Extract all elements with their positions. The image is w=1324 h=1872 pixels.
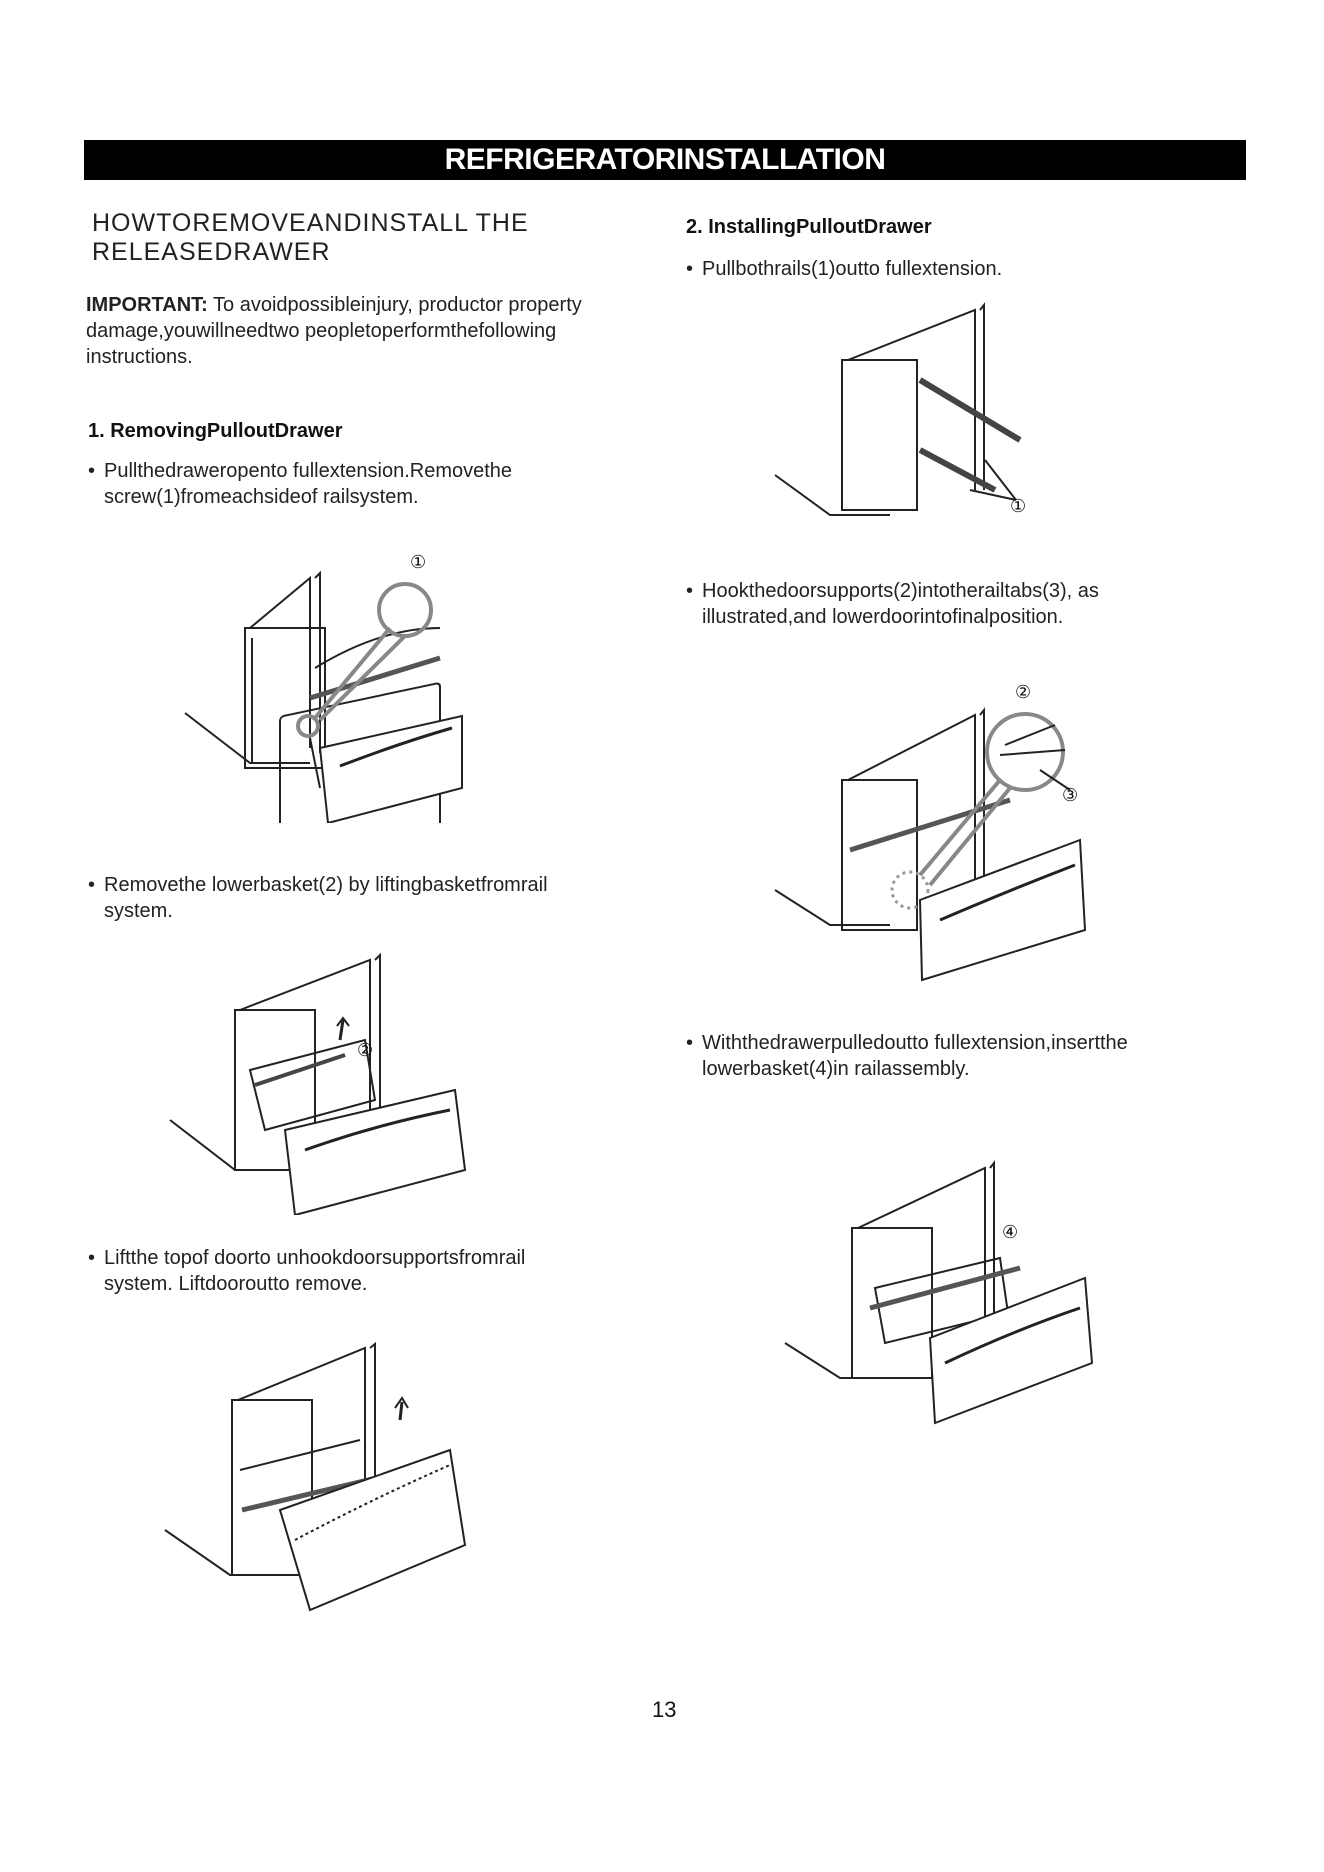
illustration-remove-screw: ① — [180, 548, 480, 823]
callout-4-install: ④ — [1002, 1222, 1019, 1242]
important-line2: damage,youwillneedtwo peopletoperformthe… — [86, 320, 557, 342]
important-line1: To avoidpossibleinjury, productor proper… — [207, 294, 582, 316]
illustration-lift-door — [160, 1340, 480, 1620]
step1-title: 1. RemovingPulloutDrawer — [88, 420, 343, 442]
right-bullet-2-line1: Hookthedoorsupports(2)intotherailtabs(3)… — [702, 580, 1099, 602]
right-bullet-1-text: Pullbothrails(1)outto fullextension. — [702, 258, 1003, 280]
right-bullet-3-line1: Withthedrawerpulledoutto fullextension,i… — [702, 1032, 1128, 1054]
left-bullet-3: • Liftthe topof doorto unhookdoorsupport… — [88, 1245, 664, 1297]
right-bullet-3: • Withthedrawerpulledoutto fullextension… — [686, 1030, 1282, 1082]
page-number: 13 — [652, 1697, 677, 1722]
important-note: IMPORTANT: To avoidpossibleinjury, produ… — [86, 292, 666, 370]
step2-title: 2. InstallingPulloutDrawer — [686, 216, 932, 238]
header-title: REFRIGERATORINSTALLATION — [444, 143, 886, 176]
right-bullet-3-line2: lowerbasket(4)in railassembly. — [702, 1058, 970, 1080]
right-bullet-2-line2: illustrated,and lowerdoorintofinalpositi… — [702, 606, 1064, 628]
callout-1-remove: ① — [410, 552, 427, 572]
callout-1-install: ① — [1010, 496, 1027, 516]
important-line3: instructions. — [86, 346, 193, 368]
left-bullet-1: • Pullthedraweropento fullextension.Remo… — [88, 458, 664, 510]
illustration-remove-basket: ② — [165, 940, 485, 1215]
illustration-hook-door: ② ③ — [770, 680, 1090, 990]
right-bullet-2: • Hookthedoorsupports(2)intotherailtabs(… — [686, 578, 1262, 630]
right-bullet-1: • Pullbothrails(1)outto fullextension. — [686, 256, 1262, 282]
left-bullet-2-line1: Removethe lowerbasket(2) by liftingbaske… — [104, 874, 548, 896]
left-bullet-2-line2: system. — [104, 900, 173, 922]
callout-2-install: ② — [1015, 682, 1032, 702]
left-bullet-1-line1: Pullthedraweropento fullextension.Remove… — [104, 460, 513, 482]
callout-3-install: ③ — [1062, 785, 1079, 805]
left-bullet-2: • Removethe lowerbasket(2) by liftingbas… — [88, 872, 664, 924]
section-title: HOWTOREMOVEANDINSTALL THE RELEASEDRAWER — [92, 209, 529, 267]
page-header-bar: REFRIGERATORINSTALLATION — [84, 140, 1246, 180]
section-title-line2: RELEASEDRAWER — [92, 238, 331, 266]
illustration-insert-basket: ④ — [780, 1158, 1100, 1443]
left-bullet-3-line1: Liftthe topof doorto unhookdoorsupportsf… — [104, 1247, 526, 1269]
callout-2-remove: ② — [357, 1040, 374, 1060]
left-bullet-3-line2: system. Liftdooroutto remove. — [104, 1273, 368, 1295]
illustration-pull-rails: ① — [770, 290, 1050, 530]
section-title-line1: HOWTOREMOVEANDINSTALL THE — [92, 209, 529, 237]
important-label: IMPORTANT: — [86, 294, 208, 316]
left-bullet-1-line2: screw(1)fromeachsideof railsystem. — [104, 486, 419, 508]
